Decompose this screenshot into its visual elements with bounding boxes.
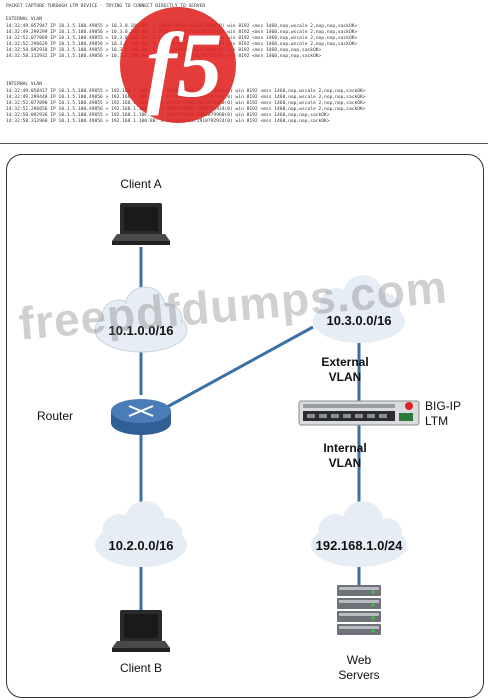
client-a-label: Client A	[120, 177, 162, 191]
client-b-laptop-icon	[112, 610, 170, 652]
capture-line: 14:32:58.092918 IP 10.1.5.100.49855 > 10…	[6, 48, 322, 53]
internal-vlan-line1: Internal	[323, 441, 367, 455]
cloud-10-1-label: 10.1.0.0/16	[108, 323, 174, 338]
external-vlan-capture-label: EXTERNAL VLAN	[6, 17, 42, 22]
cloud-10-2-icon	[95, 501, 187, 567]
router-label: Router	[37, 409, 74, 423]
capture-line: 14:32:49.299299 IP 10.1.5.100.49856 > 10…	[6, 30, 358, 35]
bigip-ltm-appliance-icon	[298, 400, 420, 426]
external-capture-lines: 14:32:49.057947 IP 10.1.5.100.49855 > 10…	[6, 24, 357, 60]
cloud-10-2-label: 10.2.0.0/16	[108, 538, 174, 553]
router-icon	[111, 399, 171, 435]
internal-capture-lines: 14:32:49.058417 IP 10.1.5.100.49855 > 19…	[6, 89, 366, 125]
packet-capture-panel: PACKET CAPTURE THROUGH LTM DEVICE - TRYI…	[0, 0, 488, 142]
cloud-10-3-label: 10.3.0.0/16	[326, 313, 392, 328]
web-servers-line2: Servers	[338, 668, 380, 682]
external-vlan-line1: External	[321, 355, 369, 369]
bigip-ltm-label: BIG-IP LTM	[425, 399, 461, 429]
internal-vlan-label: Internal VLAN	[305, 441, 385, 471]
capture-line: 14:32:49.299448 IP 10.1.5.100.49856 > 19…	[6, 95, 366, 100]
client-b-label: Client B	[119, 661, 163, 675]
external-vlan-label: External VLAN	[305, 355, 385, 385]
capture-line: 14:32:52.077090 IP 10.1.5.100.49855 > 19…	[6, 101, 366, 106]
capture-line: 14:32:52.296656 IP 10.1.5.100.49856 > 19…	[6, 107, 366, 112]
bigip-line2: LTM	[425, 414, 449, 428]
diagram-canvas	[94, 203, 420, 652]
capture-line: 14:32:49.058417 IP 10.1.5.100.49855 > 19…	[6, 89, 366, 94]
separator	[0, 143, 488, 144]
web-servers-icon	[337, 585, 381, 635]
link-router-cloud3	[166, 325, 314, 409]
client-a-laptop-icon	[112, 203, 170, 245]
internal-vlan-capture-label: INTERNAL VLAN	[6, 82, 42, 87]
web-servers-label: Web Servers	[309, 653, 409, 683]
capture-line: 14:32:58.312932 IP 10.1.5.100.49856 > 10…	[6, 54, 322, 59]
capture-line: 14:32:49.057947 IP 10.1.5.100.49855 > 10…	[6, 24, 358, 29]
cloud-192-168-label: 192.168.1.0/24	[315, 538, 403, 553]
cloud-10-3-icon	[313, 275, 405, 343]
cloud-10-1-icon	[94, 286, 188, 353]
web-servers-line1: Web	[346, 653, 372, 667]
bigip-line1: BIG-IP	[425, 399, 462, 413]
internal-vlan-line2: VLAN	[328, 456, 362, 470]
capture-line: 14:32:52.077069 IP 10.1.5.100.49855 > 10…	[6, 36, 358, 41]
capture-line: 14:32:52.296629 IP 10.1.5.100.49856 > 10…	[6, 42, 358, 47]
external-vlan-line2: VLAN	[328, 370, 362, 384]
cloud-192-168-icon	[311, 501, 407, 567]
capture-title: PACKET CAPTURE THROUGH LTM DEVICE - TRYI…	[6, 4, 206, 9]
network-diagram: Client A 10.1.0.0/16 Router 10.2.0.0/16 …	[6, 154, 484, 698]
capture-line: 14:32:58.312960 IP 10.1.5.100.49856 > 19…	[6, 119, 330, 124]
capture-line: 14:32:58.092936 IP 10.1.5.100.49855 > 19…	[6, 113, 330, 118]
